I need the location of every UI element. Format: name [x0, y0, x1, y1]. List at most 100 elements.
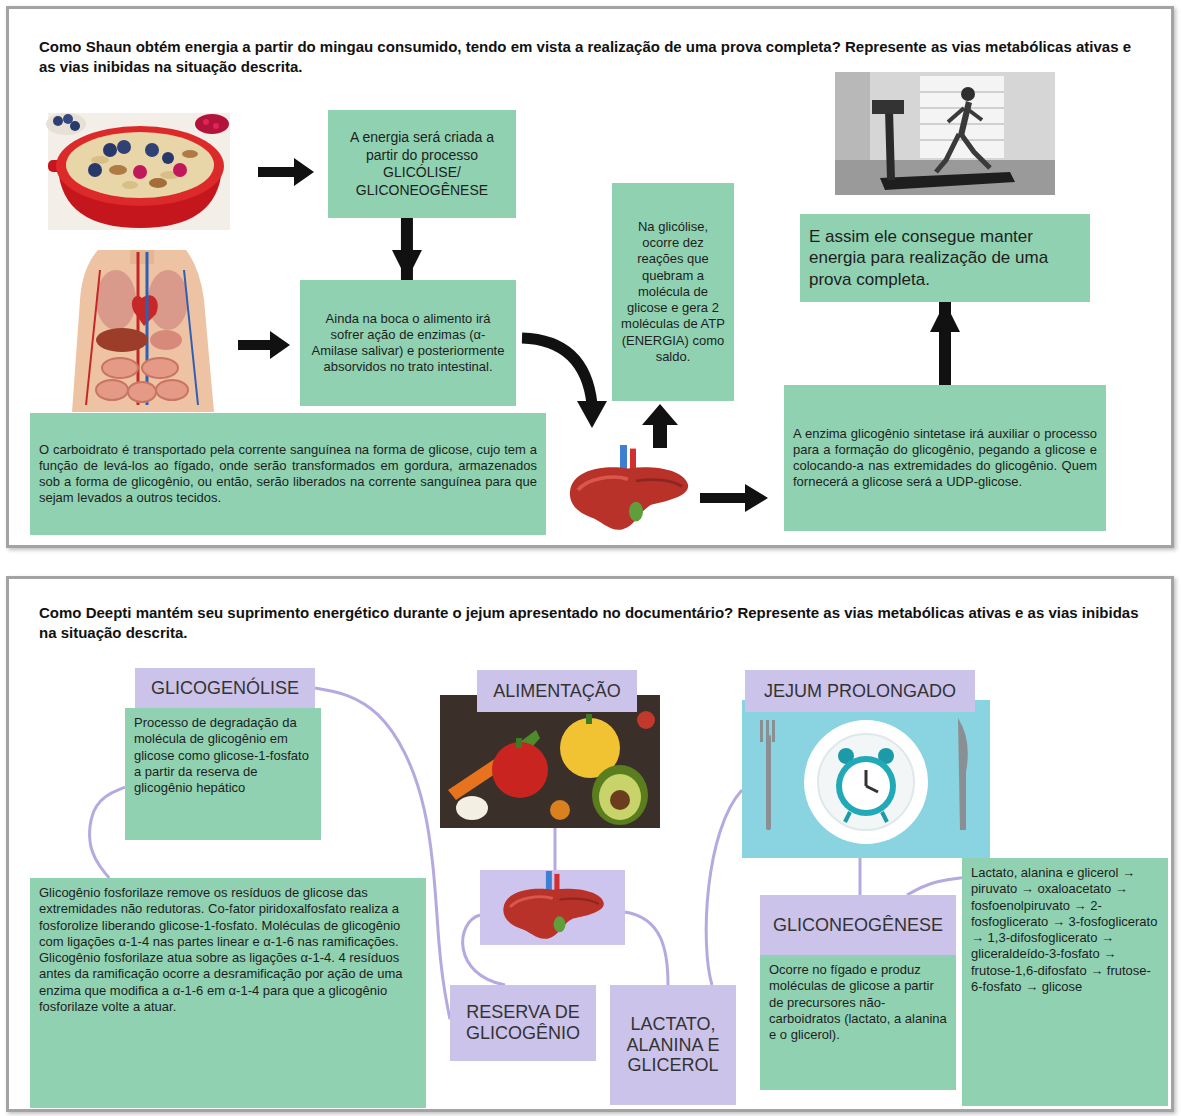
oatmeal-photo — [53, 116, 63, 126]
note-box: O carboidrato é transportado pela corren… — [30, 413, 546, 535]
question-text: Como Deepti mantém seu suprimento energé… — [39, 603, 1149, 644]
body-text: Na glicólise, ocorre dez reações que que… — [621, 219, 725, 365]
heading-text: ALIMENTAÇÃO — [485, 681, 629, 702]
result-box: E assim ele consegue manter energia para… — [800, 214, 1090, 302]
body-text: Processo de degradação da molécula de gl… — [134, 715, 312, 796]
link-line — [706, 790, 742, 985]
note-box: Ocorre no fígado e produz moléculas de g… — [760, 955, 956, 1090]
heading-box: GLICONEOGÊNESE — [760, 895, 956, 955]
treadmill-photo — [920, 76, 1004, 158]
anatomy-illustration — [128, 382, 156, 402]
oatmeal-photo — [66, 132, 214, 198]
body-text: Glicogênio fosforilaze remove os resíduo… — [39, 885, 417, 1015]
flow-arrow — [577, 401, 607, 428]
flow-arrow — [700, 484, 768, 512]
heading-text: GLICOGENÓLISE — [143, 678, 307, 699]
treadmill-photo — [961, 87, 975, 101]
question-panel: Como Shaun obtém energia a partir do min… — [6, 6, 1174, 548]
treadmill-photo — [958, 101, 972, 136]
treadmill-photo — [961, 134, 990, 168]
anatomy-illustration — [96, 328, 148, 352]
anatomy-illustration — [132, 295, 158, 326]
liver-illustration — [570, 445, 688, 530]
food-photo — [440, 695, 660, 828]
food-photo — [599, 774, 641, 820]
body-text: A energia será criada a partir do proces… — [337, 129, 507, 199]
oatmeal-photo — [91, 156, 109, 164]
treadmill-photo — [880, 172, 1015, 190]
food-photo — [550, 800, 570, 820]
process-box: A energia será criada a partir do proces… — [328, 110, 516, 218]
fasting-photo — [865, 770, 868, 786]
anatomy-illustration — [96, 380, 128, 400]
anatomy-illustration — [156, 380, 188, 400]
heading-box: LACTATO, ALANINA E GLICEROL — [610, 985, 736, 1105]
food-photo — [586, 714, 592, 724]
fasting-photo — [818, 734, 914, 830]
link-line — [859, 858, 862, 895]
link-line — [625, 912, 668, 985]
link-line — [463, 915, 505, 985]
heading-text: GLICONEOGÊNESE — [768, 915, 948, 936]
heading-text: RESERVA DE GLICOGÊNIO — [458, 1002, 588, 1043]
link-line — [90, 787, 125, 878]
oatmeal-photo — [117, 140, 131, 154]
oatmeal-photo — [70, 121, 80, 131]
oatmeal-photo — [56, 126, 224, 206]
treadmill-photo — [872, 100, 904, 114]
anatomy-illustration — [130, 250, 154, 264]
process-box: Ainda na boca o alimento irá sofrer ação… — [300, 280, 516, 406]
oatmeal-photo — [182, 150, 198, 158]
pathway-box: Lactato, alanina e glicerol → piruvato →… — [962, 858, 1168, 1106]
body-text: Lactato, alanina e glicerol → piruvato →… — [971, 865, 1159, 995]
heading-box: RESERVA DE GLICOGÊNIO — [450, 985, 596, 1061]
link-line — [907, 878, 962, 895]
food-photo — [456, 796, 488, 820]
fasting-photo — [804, 720, 928, 844]
treadmill-photo — [835, 72, 1055, 195]
body-text: A enzima glicogênio sintetase irá auxili… — [793, 426, 1097, 491]
link-line — [554, 828, 557, 870]
fasting-photo — [742, 700, 990, 858]
food-photo — [610, 790, 630, 810]
note-box: Glicogênio fosforilaze remove os resíduo… — [30, 878, 426, 1108]
flow-arrow — [401, 218, 413, 280]
anatomy-illustration — [72, 250, 214, 412]
heading-box: ALIMENTAÇÃO — [477, 670, 637, 712]
anatomy-illustration — [102, 358, 138, 378]
flow-arrow — [238, 331, 290, 359]
fasting-photo — [742, 700, 990, 858]
oatmeal-photo — [103, 143, 117, 157]
food-photo — [440, 695, 660, 828]
flow-arrow — [522, 338, 592, 404]
fasting-photo — [836, 756, 896, 816]
treadmill-photo — [835, 72, 1055, 195]
body-text: Ainda na boca o alimento irá sofrer ação… — [309, 311, 507, 376]
fasting-photo — [842, 762, 890, 810]
heading-text: LACTATO, ALANINA E GLICEROL — [618, 1014, 728, 1076]
note-box: Processo de degradação da molécula de gl… — [125, 708, 321, 840]
question-panel: Como Deepti mantém seu suprimento energé… — [6, 576, 1174, 1112]
food-photo — [592, 765, 648, 825]
oatmeal-photo — [88, 163, 102, 177]
oatmeal-photo — [213, 123, 219, 129]
body-text: Ocorre no fígado e produz moléculas de g… — [769, 962, 947, 1043]
fasting-photo — [958, 718, 968, 830]
anatomy-illustration — [150, 330, 182, 350]
oatmeal-photo — [46, 113, 230, 230]
oatmeal-photo — [195, 114, 229, 134]
heading-text: JEJUM PROLONGADO — [753, 681, 967, 702]
oatmeal-photo — [145, 143, 159, 157]
food-photo — [516, 738, 522, 748]
oatmeal-photo — [48, 113, 230, 230]
liver-illustration — [503, 871, 603, 939]
treadmill-photo — [885, 110, 895, 180]
process-box: A enzima glicogênio sintetase irá auxili… — [784, 385, 1106, 531]
anatomy-illustration — [142, 358, 178, 378]
oatmeal-photo — [173, 163, 187, 177]
treadmill-photo — [936, 134, 959, 172]
question-text: Como Shaun obtém energia a partir do min… — [39, 37, 1149, 78]
fasting-photo — [845, 812, 850, 822]
food-photo — [492, 742, 548, 798]
